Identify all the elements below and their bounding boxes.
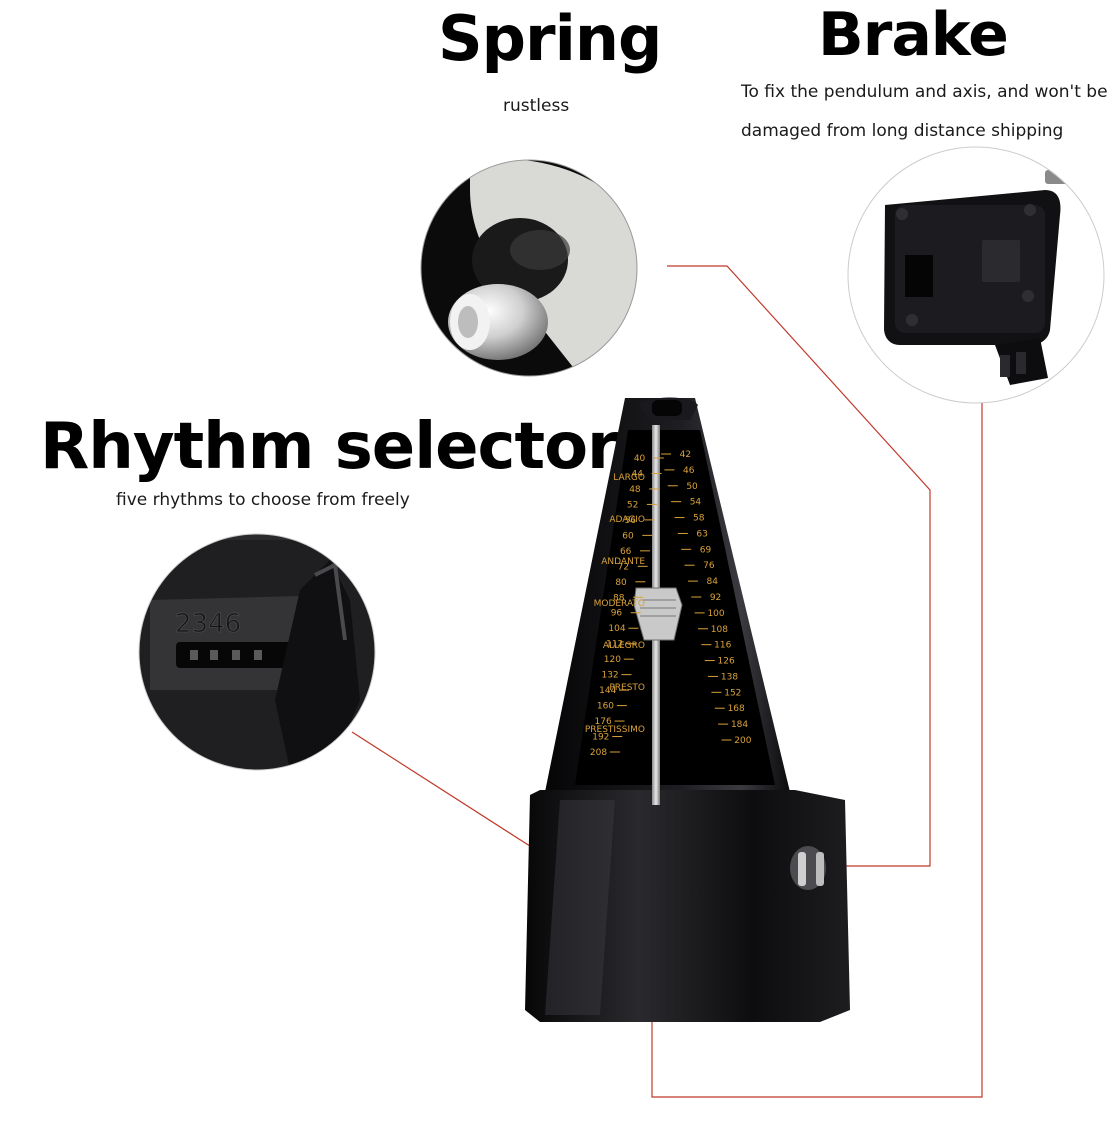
brake-knob bbox=[798, 852, 806, 886]
scale-left-label: 112 bbox=[606, 640, 623, 650]
scale-right-label: 138 bbox=[721, 672, 738, 682]
scale-left-label: 52 bbox=[627, 500, 638, 510]
scale-right-label: 76 bbox=[703, 561, 715, 571]
tempo-word: ADAGIO bbox=[609, 515, 645, 525]
brake-connector bbox=[651, 400, 983, 1098]
scale-left-label: 176 bbox=[595, 717, 612, 727]
scale-left-label: 208 bbox=[590, 748, 607, 758]
brake-closeup-photo bbox=[848, 147, 1104, 403]
scale-left-label: 192 bbox=[592, 733, 609, 743]
scale-left-label: 96 bbox=[611, 609, 623, 619]
tempo-scale: 40 44 48 52 56 60 66 72 80 88 96 104 112 120 132 144 160… bbox=[585, 450, 752, 758]
spring-closeup-border bbox=[420, 159, 638, 377]
scale-right-label: 126 bbox=[718, 657, 735, 667]
scale-left-label: 48 bbox=[629, 485, 641, 495]
brake-description-line1: To fix the pendulum and axis, and won't … bbox=[741, 82, 1108, 102]
scale-left-label: 132 bbox=[601, 671, 618, 681]
scale-right-label: 168 bbox=[728, 704, 745, 714]
rhythm-selector-title: Rhythm selector bbox=[40, 410, 619, 484]
spring-title: Spring bbox=[438, 2, 662, 75]
scale-right-label: 50 bbox=[686, 482, 698, 492]
tempo-word: LARGO bbox=[613, 473, 645, 483]
tempo-word: MODERATO bbox=[594, 599, 645, 609]
rhythm-connector bbox=[351, 731, 534, 849]
spring-subtitle: rustless bbox=[503, 96, 570, 116]
tempo-word: ALLEGRO bbox=[603, 641, 645, 651]
scale-right-label: 42 bbox=[680, 450, 691, 460]
pendulum-weight bbox=[633, 587, 683, 641]
scale-right-label: 100 bbox=[707, 609, 724, 619]
spring-connector bbox=[667, 265, 931, 867]
scale-left-label: 40 bbox=[634, 454, 646, 464]
rhythm-selector-subtitle: five rhythms to choose from freely bbox=[116, 490, 410, 510]
scale-right-label: 84 bbox=[706, 577, 718, 587]
scale-right-label: 200 bbox=[734, 736, 751, 746]
rhythm-closeup-photo: 2346 bbox=[139, 534, 375, 770]
scale-left-label: 104 bbox=[608, 624, 625, 634]
scale-left-label: 120 bbox=[604, 655, 621, 665]
scale-left-label: 88 bbox=[613, 593, 625, 603]
scale-right-label: 58 bbox=[693, 514, 705, 524]
scale-left-label: 60 bbox=[622, 531, 634, 541]
brake-closeup-border bbox=[847, 146, 1105, 404]
connector-lines bbox=[351, 265, 983, 1098]
scale-right-label: 152 bbox=[724, 688, 741, 698]
scale-left-label: 80 bbox=[615, 578, 627, 588]
metronome-body: 40 44 48 52 56 60 66 72 80 88 96 104 112 120 132 144 160… bbox=[525, 397, 850, 1022]
brake-title: Brake bbox=[818, 0, 1009, 70]
scale-right-label: 46 bbox=[683, 466, 695, 476]
scale-left-label: 160 bbox=[597, 702, 614, 712]
brake-description-line2: damaged from long distance shipping bbox=[741, 121, 1064, 141]
scale-left-label: 72 bbox=[618, 562, 629, 572]
scale-right-label: 54 bbox=[690, 498, 702, 508]
scale-left-label: 44 bbox=[632, 469, 644, 479]
scale-right-label: 184 bbox=[731, 720, 748, 730]
scale-right-label: 108 bbox=[711, 625, 728, 635]
scale-right-label: 92 bbox=[710, 593, 721, 603]
spring-closeup-photo bbox=[421, 160, 637, 376]
scale-left-label: 144 bbox=[599, 686, 616, 696]
tempo-word: PRESTISSIMO bbox=[585, 725, 645, 735]
tempo-word: PRESTO bbox=[609, 683, 645, 693]
scale-left-label: 66 bbox=[620, 547, 632, 557]
tempo-word: ANDANTE bbox=[601, 557, 645, 567]
scale-left-label: 56 bbox=[625, 516, 637, 526]
scale-right-label: 116 bbox=[714, 641, 731, 651]
rhythm-closeup-border bbox=[138, 533, 376, 771]
scale-right-label: 69 bbox=[700, 545, 712, 555]
rhythm-dial-numbers: 2346 bbox=[175, 609, 241, 639]
scale-right-label: 63 bbox=[696, 529, 707, 539]
